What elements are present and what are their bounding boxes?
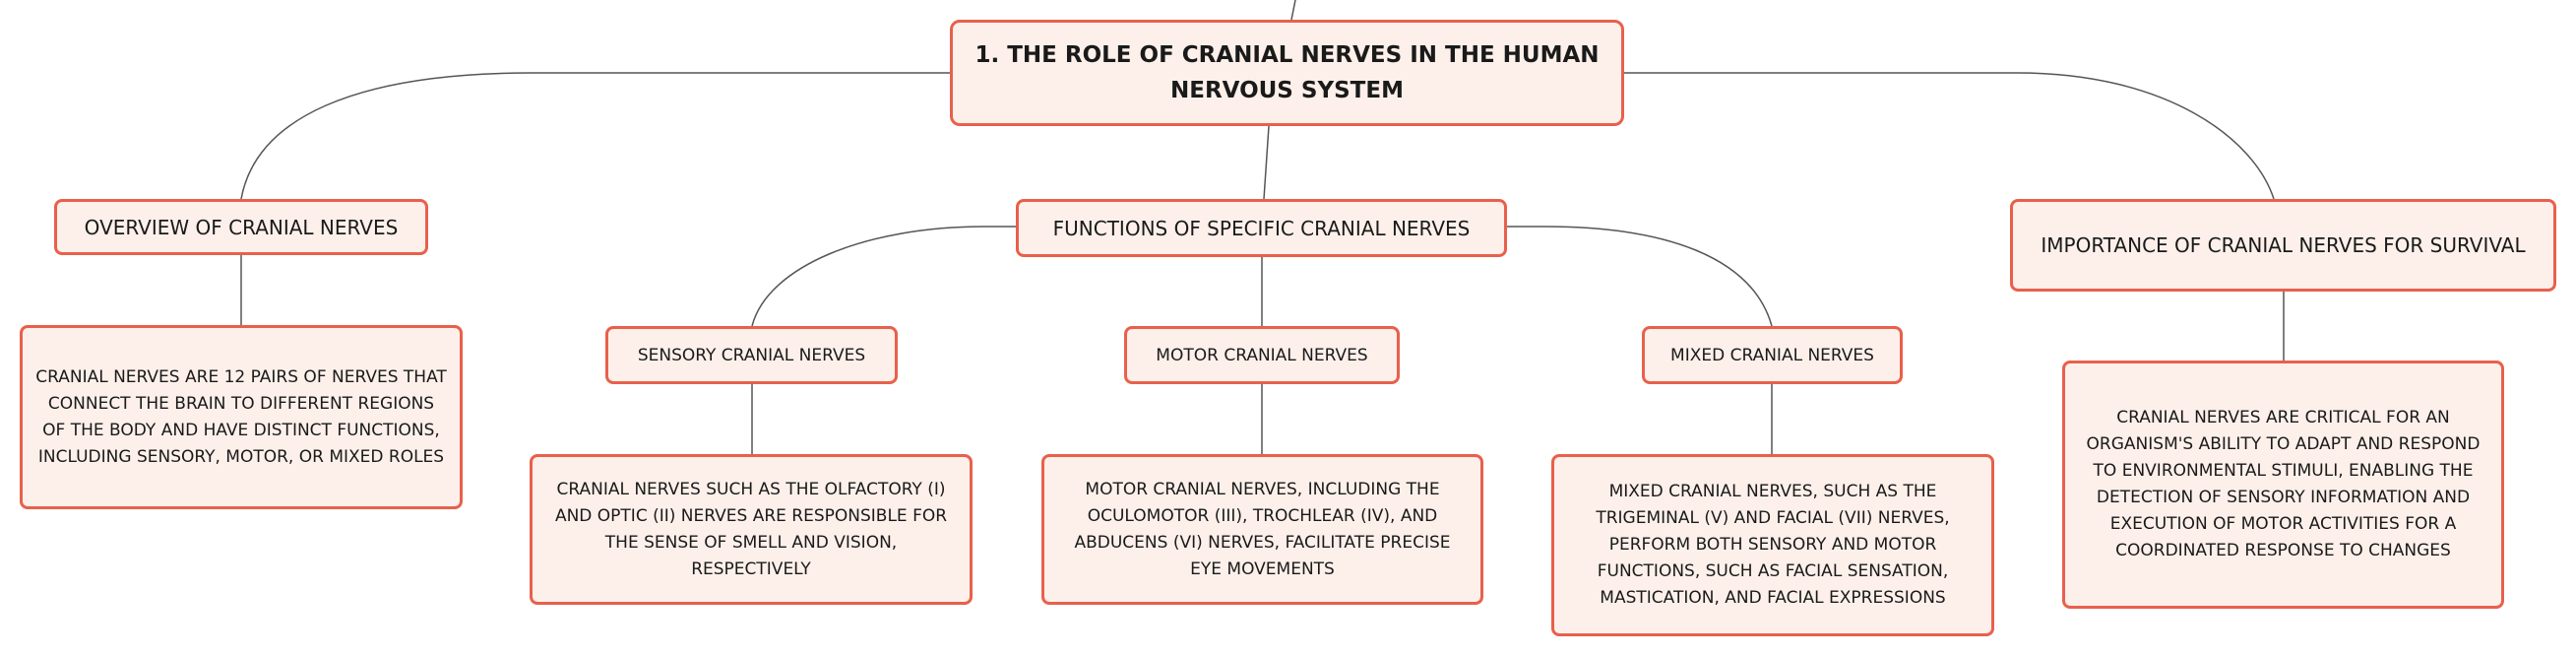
mixed-description: Mixed cranial nerves, such as the trigem… bbox=[1596, 482, 1950, 608]
sensory-description: Cranial nerves such as the olfactory (I)… bbox=[554, 479, 948, 579]
connector-functions-mixed bbox=[1507, 226, 1773, 327]
mixed-node[interactable]: Mixed cranial nerves bbox=[1642, 326, 1903, 384]
motor-description-node[interactable]: Motor cranial nerves, including the ocul… bbox=[1041, 454, 1483, 605]
sensory-node[interactable]: Sensory cranial nerves bbox=[605, 326, 898, 384]
functions-title: Functions of specific cranial nerves bbox=[1052, 216, 1471, 240]
importance-title: Importance of cranial nerves for surviva… bbox=[2041, 233, 2526, 257]
importance-description-node[interactable]: Cranial nerves are critical for an organ… bbox=[2062, 361, 2504, 609]
connector-root-overview bbox=[240, 72, 950, 200]
mixed-title: Mixed cranial nerves bbox=[1670, 345, 1874, 365]
overview-node[interactable]: Overview of cranial nerves bbox=[54, 199, 428, 255]
motor-node[interactable]: Motor cranial nerves bbox=[1124, 326, 1400, 384]
overview-description-node[interactable]: Cranial nerves are 12 pairs of nerves th… bbox=[20, 325, 463, 509]
connector-root-incoming bbox=[1290, 0, 1296, 21]
importance-node[interactable]: Importance of cranial nerves for surviva… bbox=[2010, 199, 2556, 292]
sensory-title: Sensory cranial nerves bbox=[637, 345, 866, 365]
overview-title: Overview of cranial nerves bbox=[84, 215, 399, 239]
mixed-description-node[interactable]: Mixed cranial nerves, such as the trigem… bbox=[1551, 454, 1994, 636]
root-topic-node[interactable]: 1. The role of cranial nerves in the hum… bbox=[950, 20, 1624, 126]
motor-description: Motor cranial nerves, including the ocul… bbox=[1074, 479, 1451, 579]
root-topic-title: 1. The role of cranial nerves in the hum… bbox=[974, 42, 1600, 103]
motor-title: Motor cranial nerves bbox=[1156, 345, 1368, 365]
connector-root-importance bbox=[1624, 72, 2275, 200]
overview-description: Cranial nerves are 12 pairs of nerves th… bbox=[35, 366, 447, 467]
connector-functions-sensory bbox=[751, 226, 1016, 327]
importance-description: Cranial nerves are critical for an organ… bbox=[2086, 408, 2481, 560]
connector-root-functions bbox=[1263, 125, 1270, 200]
sensory-description-node[interactable]: Cranial nerves such as the olfactory (I)… bbox=[530, 454, 973, 605]
functions-node[interactable]: Functions of specific cranial nerves bbox=[1016, 199, 1507, 257]
